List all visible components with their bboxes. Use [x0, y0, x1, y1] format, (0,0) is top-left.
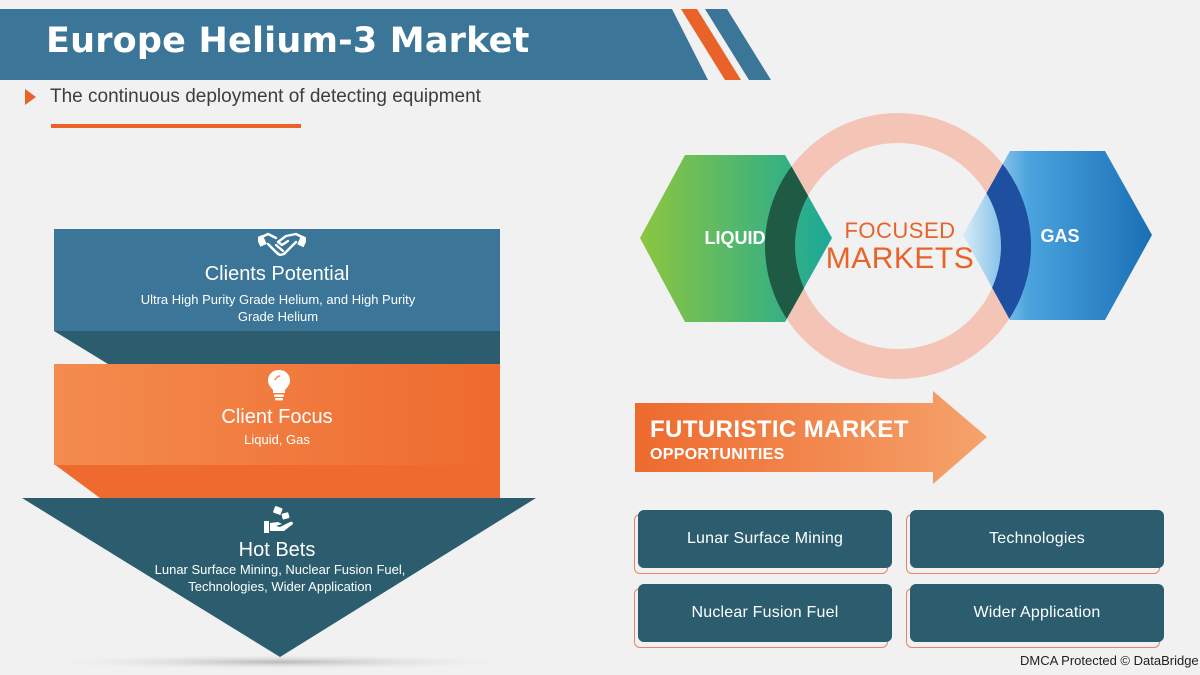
opportunity-lunar-surface-mining: Lunar Surface Mining [638, 510, 892, 568]
subtitle: The continuous deployment of detecting e… [50, 86, 481, 107]
hand-coins-icon [264, 506, 293, 533]
footer-credit[interactable]: DMCA Protected © DataBridge [1020, 653, 1199, 668]
client-focus-description: Liquid, Gas [244, 432, 310, 447]
handshake-icon [258, 232, 306, 257]
futuristic-arrow [635, 391, 987, 484]
triangle-bullet-icon [25, 89, 36, 105]
clients-potential-description: Ultra High Purity Grade Helium, and High… [140, 292, 416, 324]
funnel-connector-1 [54, 331, 500, 364]
hot-bets-title: Hot Bets [238, 539, 316, 561]
subtitle-underline [51, 124, 301, 128]
funnel-connector-2 [54, 464, 500, 498]
opportunity-card: Nuclear Fusion Fuel [634, 584, 894, 648]
futuristic-heading-line2: OPPORTUNITIES [650, 446, 785, 463]
opportunity-card: Wider Application [906, 584, 1166, 648]
opportunity-card: Lunar Surface Mining [634, 510, 894, 574]
opportunity-nuclear-fusion-fuel: Nuclear Fusion Fuel [638, 584, 892, 642]
lightbulb-icon [268, 370, 290, 401]
clients-potential-title: Clients Potential [204, 263, 350, 285]
header-banner [0, 9, 771, 80]
liquid-label: LIQUID [704, 228, 766, 248]
focused-markets-heading-line2: MARKETS [825, 242, 975, 275]
funnel-layer-hot-bets [22, 498, 536, 657]
opportunity-card: Technologies [906, 510, 1166, 574]
page-title: Europe Helium-3 Market [46, 21, 530, 61]
futuristic-heading-line1: FUTURISTIC MARKET [650, 416, 909, 443]
opportunity-wider-application: Wider Application [910, 584, 1164, 642]
client-focus-title: Client Focus [221, 406, 333, 428]
focused-markets-heading-line1: FOCUSED [844, 218, 956, 243]
gas-label: GAS [1040, 226, 1080, 246]
focused-markets-graphic [640, 113, 1152, 379]
hot-bets-description: Lunar Surface Mining, Nuclear Fusion Fue… [154, 562, 406, 594]
opportunity-technologies: Technologies [910, 510, 1164, 568]
